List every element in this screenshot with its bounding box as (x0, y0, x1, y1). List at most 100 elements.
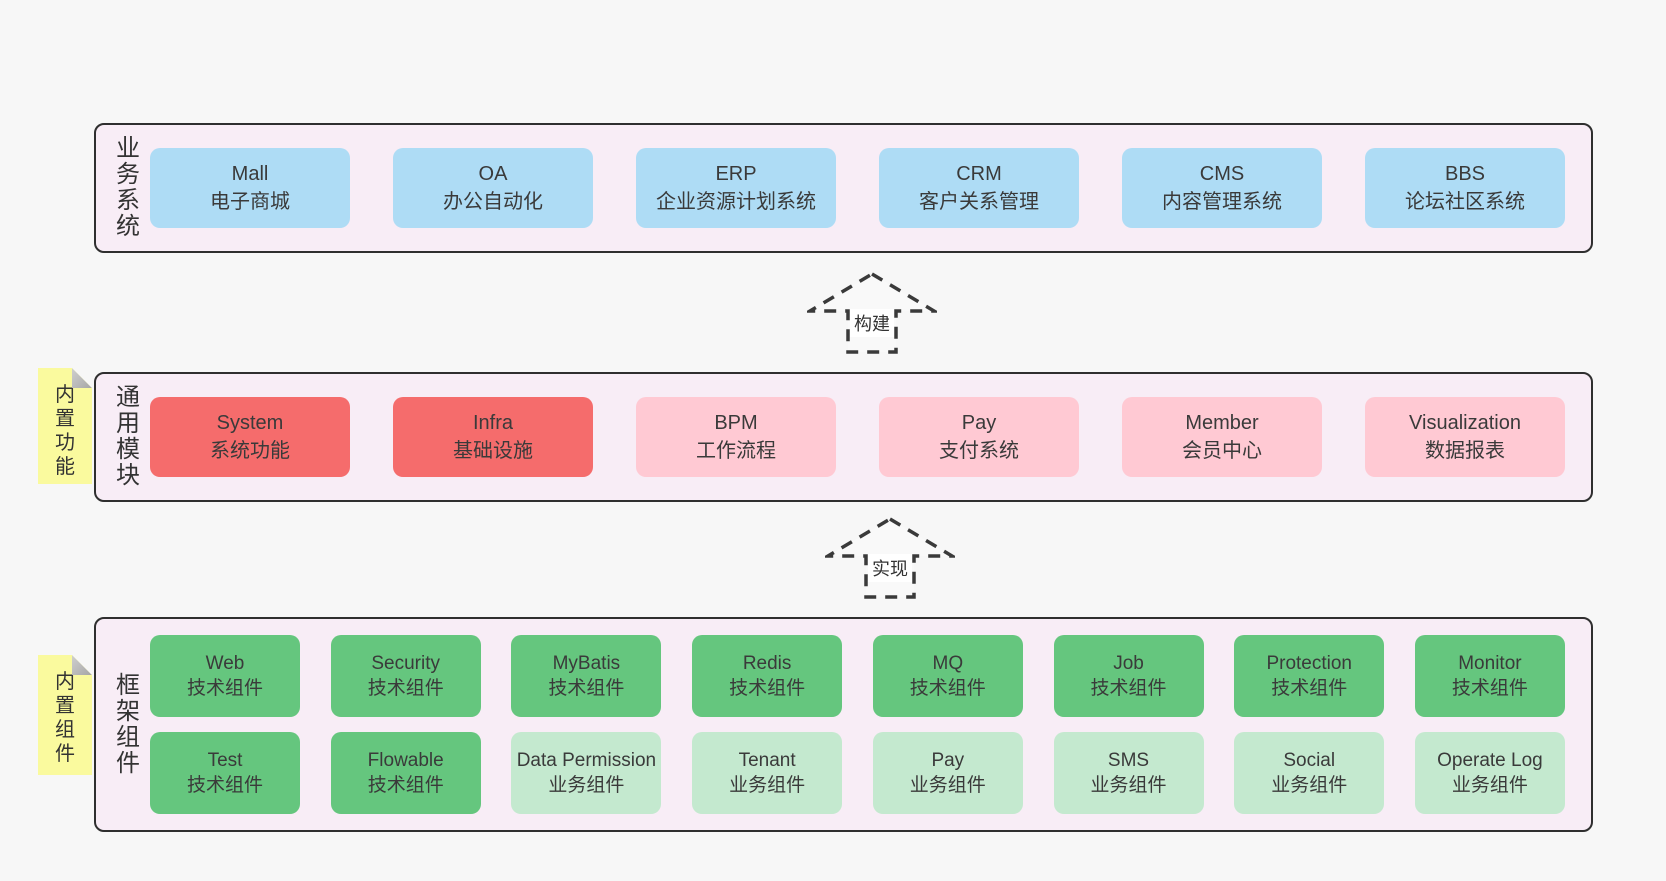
node-subtitle: 技术组件 (548, 677, 625, 699)
sticky-note-label: 内置功能 (55, 384, 75, 478)
layer-label-common-modules: 通用模块 (116, 384, 140, 489)
node-subtitle: 技术组件 (367, 677, 444, 699)
node-subtitle: 基础设施 (453, 440, 533, 462)
layer-business-systems: 业务系统 Mall 电子商城 OA 办公自动化 ERP 企业资源计划系统 CRM 客户关系管理… (94, 123, 1593, 253)
node-subtitle: 电子商城 (210, 191, 290, 213)
node-subtitle: 办公自动化 (443, 191, 543, 213)
node-subtitle: 数据报表 (1425, 440, 1505, 462)
node-member: Member 会员中心 (1122, 397, 1322, 477)
node-subtitle: 技术组件 (1271, 677, 1348, 699)
node-bpm: BPM 工作流程 (636, 397, 836, 477)
node-title: MQ (932, 652, 964, 674)
node-title: BPM (714, 412, 758, 434)
node-subtitle: 业务组件 (1271, 775, 1348, 797)
arrow-implement: 实现 (825, 516, 955, 600)
node-redis: Redis 技术组件 (692, 634, 843, 717)
node-crm: CRM 客户关系管理 (879, 148, 1079, 228)
node-title: Tenant (738, 750, 796, 772)
sticky-fold-corner (72, 655, 92, 675)
node-subtitle: 内容管理系统 (1162, 191, 1282, 213)
node-erp: ERP 企业资源计划系统 (636, 148, 836, 228)
node-mybatis: MyBatis 技术组件 (511, 634, 662, 717)
node-title: CRM (956, 163, 1002, 185)
node-bbs: BBS 论坛社区系统 (1365, 148, 1565, 228)
node-title: Monitor (1458, 652, 1522, 674)
node-title: Infra (472, 412, 514, 434)
node-title: Pay (931, 750, 965, 772)
node-cms: CMS 内容管理系统 (1122, 148, 1322, 228)
node-subtitle: 工作流程 (696, 440, 776, 462)
node-oa: OA 办公自动化 (393, 148, 593, 228)
node-tenant: Tenant 业务组件 (692, 732, 843, 815)
node-subtitle: 技术组件 (186, 775, 263, 797)
node-title: Web (205, 652, 245, 674)
node-subtitle: 技术组件 (186, 677, 263, 699)
node-security: Security 技术组件 (330, 634, 481, 717)
node-subtitle: 客户关系管理 (919, 191, 1039, 213)
node-title: Operate Log (1437, 750, 1543, 772)
sticky-note-label: 内置组件 (55, 671, 75, 765)
node-title: Member (1185, 412, 1259, 434)
node-subtitle: 业务组件 (548, 775, 625, 797)
node-subtitle: 支付系统 (939, 440, 1019, 462)
node-title: MyBatis (552, 652, 621, 674)
node-title: SMS (1107, 750, 1150, 772)
node-test: Test 技术组件 (150, 732, 300, 815)
node-title: Security (371, 652, 441, 674)
node-title: Flowable (367, 750, 444, 772)
node-sms: SMS 业务组件 (1053, 732, 1204, 815)
node-title: Mall (231, 163, 269, 185)
node-subtitle: 论坛社区系统 (1405, 191, 1525, 213)
layer-label-framework-components: 框架组件 (116, 671, 140, 777)
node-subtitle: 技术组件 (729, 677, 806, 699)
node-title: System (216, 412, 284, 434)
node-pay: Pay 支付系统 (879, 397, 1079, 477)
node-subtitle: 业务组件 (729, 775, 806, 797)
layer-label-business-systems: 业务系统 (116, 135, 140, 240)
node-row: Mall 电子商城 OA 办公自动化 ERP 企业资源计划系统 CRM 客户关系管理 CMS 内容… (150, 148, 1565, 228)
node-subtitle: 会员中心 (1182, 440, 1262, 462)
node-job: Job 技术组件 (1053, 634, 1204, 717)
node-infra: Infra 基础设施 (393, 397, 593, 477)
node-monitor: Monitor 技术组件 (1414, 634, 1565, 717)
arrow-label-implement: 实现 (868, 554, 912, 582)
node-social: Social 业务组件 (1234, 732, 1385, 815)
node-title: OA (478, 163, 508, 185)
node-protection: Protection 技术组件 (1234, 634, 1385, 717)
node-subtitle: 企业资源计划系统 (656, 191, 816, 213)
sticky-note-built-in-components: 内置组件 (38, 655, 92, 775)
node-title: CMS (1199, 163, 1245, 185)
node-title: BBS (1444, 163, 1486, 185)
node-subtitle: 业务组件 (1090, 775, 1167, 797)
node-title: Job (1113, 652, 1144, 674)
sticky-note-built-in-functions: 内置功能 (38, 368, 92, 484)
node-data-permission: Data Permission 业务组件 (511, 732, 662, 815)
node-title: Test (207, 750, 243, 772)
node-title: ERP (715, 163, 757, 185)
node-subtitle: 技术组件 (1090, 677, 1167, 699)
node-title: Redis (742, 652, 792, 674)
node-title: Protection (1266, 652, 1352, 674)
node-subtitle: 技术组件 (1451, 677, 1528, 699)
node-mq: MQ 技术组件 (872, 634, 1023, 717)
node-title: Visualization (1409, 412, 1521, 434)
node-subtitle: 技术组件 (909, 677, 986, 699)
node-web: Web 技术组件 (150, 634, 300, 717)
arrow-label-build: 构建 (850, 309, 894, 337)
node-mall: Mall 电子商城 (150, 148, 350, 228)
node-title: Pay (961, 412, 997, 434)
sticky-fold-corner (72, 368, 92, 388)
node-title: Data Permission (516, 750, 657, 772)
node-title: Social (1283, 750, 1336, 772)
